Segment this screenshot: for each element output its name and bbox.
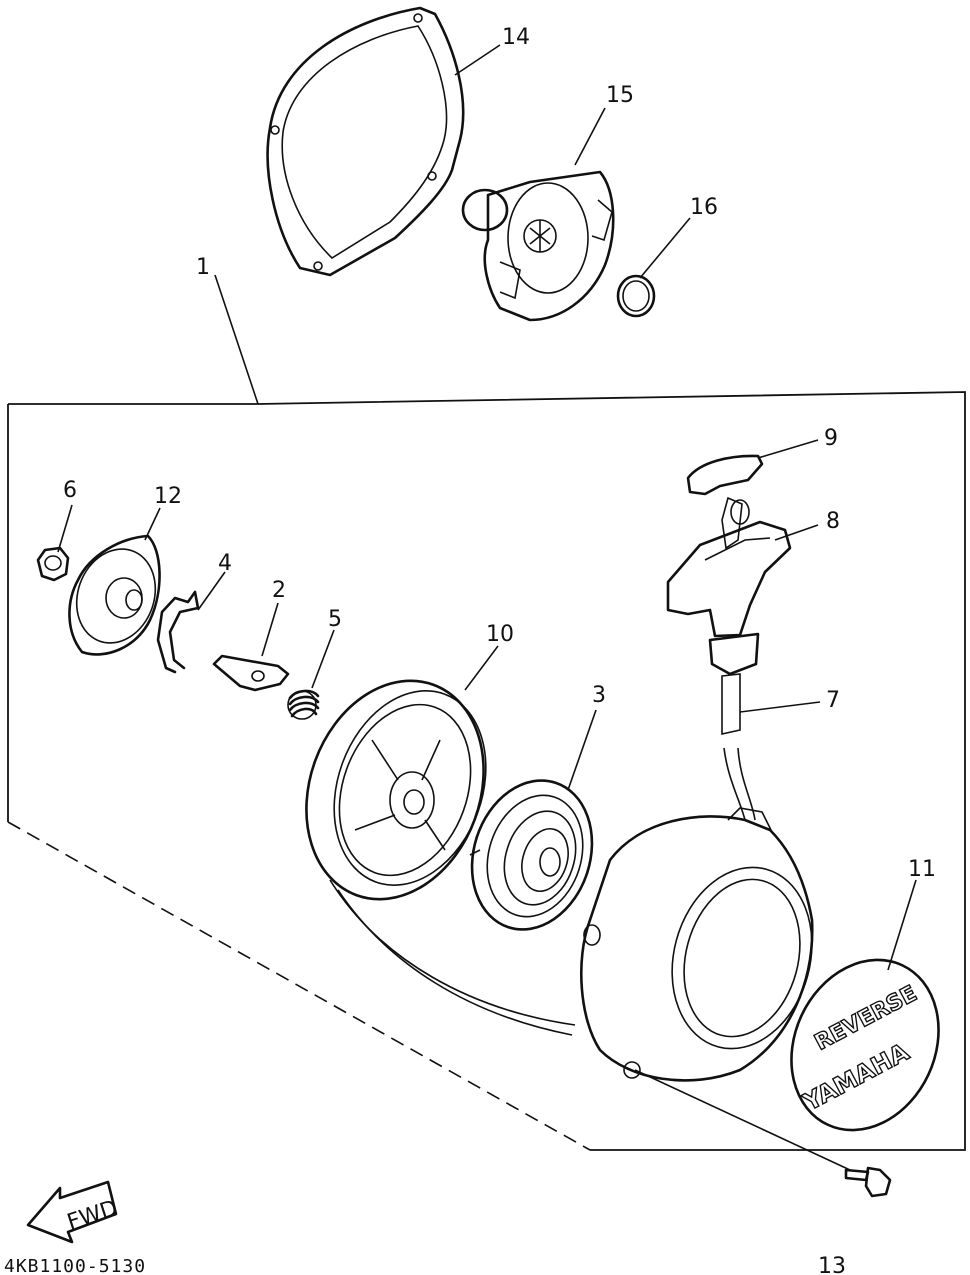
leader-lines <box>57 44 917 1171</box>
callout-15: 15 <box>606 83 634 108</box>
fwd-label: FWD <box>64 1196 121 1236</box>
spring-clip-part-4 <box>156 590 200 674</box>
callout-12: 12 <box>154 484 182 509</box>
callout-13: 13 <box>818 1254 846 1275</box>
emblem-part-11: REVERSE YAMAHA <box>790 958 940 1132</box>
assembly-boundary <box>7 391 966 1151</box>
callout-labels: 1 14 15 16 6 12 4 2 5 10 3 9 8 7 11 13 <box>63 25 936 1275</box>
callout-4: 4 <box>218 551 232 576</box>
rope-reel-part-10 <box>305 679 576 1036</box>
callout-11: 11 <box>908 857 936 882</box>
callout-9: 9 <box>824 426 838 451</box>
starter-case <box>580 807 814 1082</box>
gasket-part-14 <box>266 6 465 277</box>
plate-part-12 <box>68 534 161 656</box>
handle-part-8 <box>666 496 792 638</box>
callout-7: 7 <box>826 688 840 713</box>
o-ring-part-16 <box>616 274 656 318</box>
callout-5: 5 <box>328 607 342 632</box>
emblem-reverse-text: REVERSE <box>811 981 921 1056</box>
spring-part-5 <box>287 689 320 720</box>
cap-part-9 <box>686 454 764 496</box>
emblem-brand-text: YAMAHA <box>798 1038 914 1117</box>
callout-3: 3 <box>592 683 606 708</box>
bolt-part-13 <box>844 1166 892 1198</box>
callout-6: 6 <box>63 478 77 503</box>
diagram-code: 4KB1100-5130 <box>4 1256 146 1275</box>
callout-1: 1 <box>196 255 210 280</box>
recoil-spring-part-3 <box>469 779 594 931</box>
drive-pulley-part-15 <box>461 170 615 322</box>
callout-10: 10 <box>486 622 514 647</box>
callout-16: 16 <box>690 195 718 220</box>
callout-14: 14 <box>502 25 530 50</box>
fwd-arrow: FWD <box>26 1180 121 1244</box>
nut-part-6 <box>36 546 70 582</box>
ratchet-part-2 <box>212 654 290 692</box>
callout-8: 8 <box>826 509 840 534</box>
rope-part-7 <box>708 632 760 821</box>
callout-2: 2 <box>272 578 286 603</box>
